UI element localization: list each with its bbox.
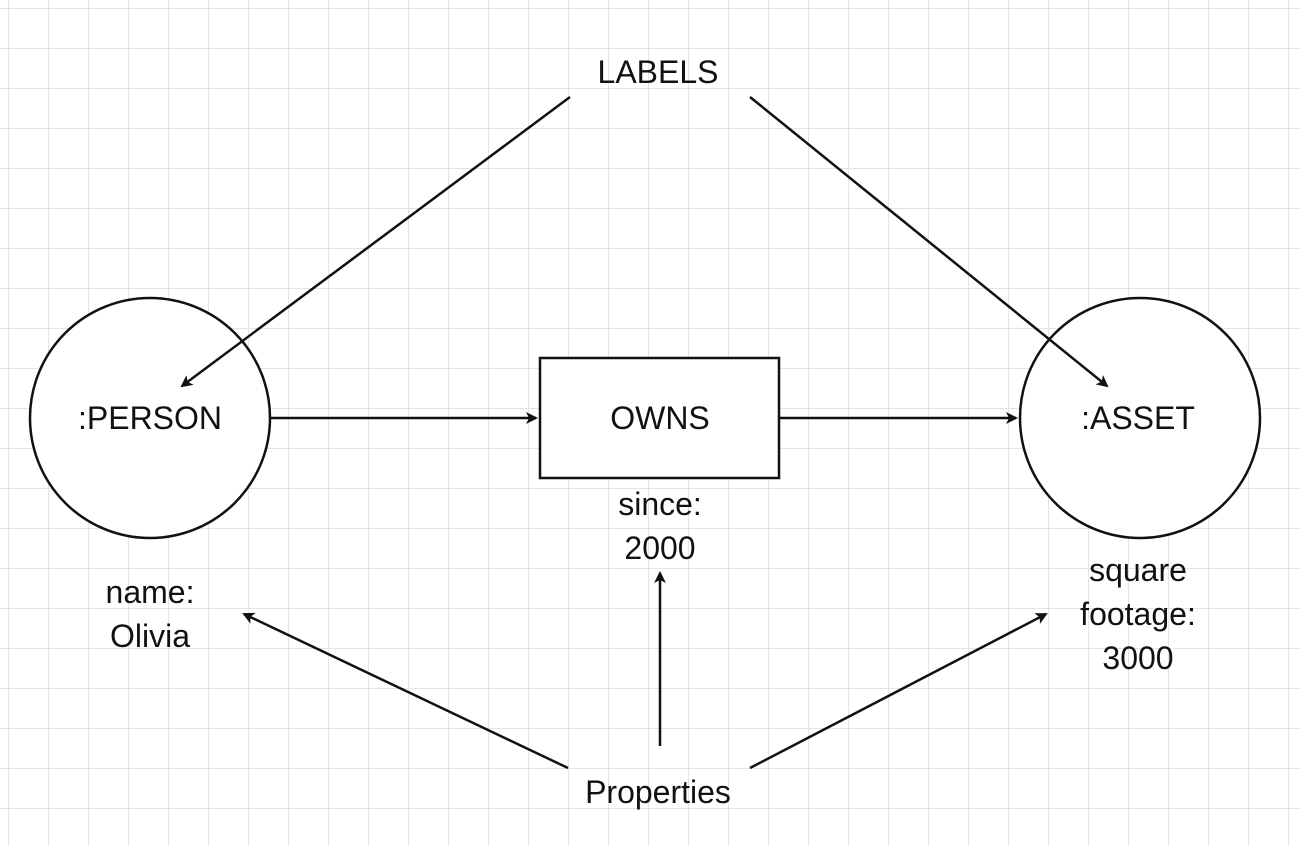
asset-property-value: 3000 [1102, 640, 1174, 676]
owns-relationship-box [538, 356, 781, 480]
asset-properties: square footage: 3000 [1038, 548, 1238, 680]
owns-relationship-label: OWNS [610, 400, 710, 436]
owns-properties: since: 2000 [570, 482, 750, 570]
person-property-value: Olivia [109, 618, 190, 654]
asset-property-key-line1: square [1089, 552, 1187, 588]
person-node-label: :PERSON [77, 400, 223, 436]
arrow-properties-to-asset-props [749, 612, 1048, 770]
asset-property-key-line2: footage: [1080, 596, 1196, 632]
owns-property-value: 2000 [624, 530, 696, 566]
person-properties: name: Olivia [60, 570, 240, 658]
asset-node-label: :ASSET [1081, 400, 1195, 436]
arrow-labels-to-asset [749, 96, 1109, 388]
labels-caption: LABELS [597, 54, 719, 90]
properties-caption: Properties [585, 774, 731, 810]
person-property-key: name: [105, 574, 195, 610]
asset-node-circle [1018, 296, 1262, 540]
owns-property-key: since: [618, 486, 702, 522]
arrow-properties-to-person-props [242, 612, 569, 770]
arrow-labels-to-person [180, 95, 571, 388]
